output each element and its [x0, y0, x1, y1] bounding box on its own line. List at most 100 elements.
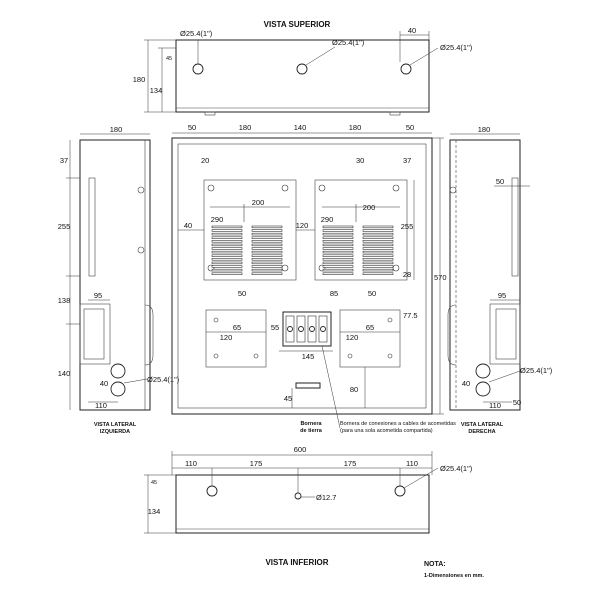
bottom-hole-center — [294, 492, 302, 500]
vent-slot — [251, 243, 283, 247]
dim-front-145: 145 — [302, 352, 315, 361]
dim-front-120a: 120 — [296, 221, 309, 230]
bottom-hole-center-label: Ø12.7 — [316, 493, 336, 502]
dim-left-255: 255 — [58, 222, 71, 231]
vent-slot — [211, 225, 243, 229]
bottom-view: 600 110 175 175 110 Ø25.4(1") Ø12.7 45 1… — [144, 445, 473, 567]
dim-bottom-175a: 175 — [250, 459, 263, 468]
breaker-bracket-left — [205, 309, 267, 368]
bottom-view-body — [175, 474, 430, 534]
vent-slot — [251, 258, 283, 261]
vent-slot — [211, 247, 243, 250]
right-view-title-2: DERECHA — [468, 429, 495, 435]
vent-slot — [211, 258, 243, 261]
dim-front-200a: 200 — [252, 198, 265, 207]
dim-front-55: 55 — [271, 323, 279, 332]
vent-slot — [211, 250, 243, 254]
bottom-hole-label: Ø25.4(1") — [440, 464, 473, 473]
vent-slots-right — [322, 225, 394, 275]
ground-label-1: Bornera — [300, 421, 322, 427]
ground-bar — [295, 382, 321, 389]
vent-slot — [322, 232, 354, 236]
vent-slot — [362, 261, 394, 265]
top-view-title: VISTA SUPERIOR — [264, 20, 331, 29]
dim-front-50d: 50 — [368, 289, 376, 298]
dim-front-180a: 180 — [239, 123, 252, 132]
terminal-screw — [298, 326, 304, 332]
vent-slot — [322, 225, 354, 229]
dim-right-40: 40 — [462, 379, 470, 388]
note: NOTA: 1-Dimensiones en mm. — [424, 561, 484, 579]
ground-label-2: de tierra — [300, 428, 323, 434]
dim-front-290b: 290 — [321, 215, 334, 224]
terminal-label-2: (para una sola acometida compartida) — [340, 428, 433, 434]
vent-slot — [322, 265, 354, 268]
vent-slot — [211, 236, 243, 239]
vent-slot — [251, 236, 283, 239]
vent-slot — [211, 265, 243, 268]
top-hole-center — [296, 63, 308, 75]
vent-slot — [362, 254, 394, 257]
vent-slot — [322, 240, 354, 243]
dim-left-40: 40 — [100, 379, 108, 388]
vent-slot — [362, 243, 394, 247]
vent-slot — [211, 254, 243, 257]
vent-slot — [322, 258, 354, 261]
right-side-view: 180 50 95 40 110 50 Ø25.4(1") VISTA LATE… — [447, 125, 553, 435]
dim-front-290a: 290 — [211, 215, 224, 224]
front-outer — [171, 137, 433, 415]
dim-bottom-110a: 110 — [185, 459, 197, 468]
dim-left-140: 140 — [58, 369, 71, 378]
dim-front-37: 37 — [403, 156, 411, 165]
terminal-posts — [285, 315, 328, 343]
top-view-body — [175, 39, 430, 113]
left-view-title-2: IZQUIERDA — [100, 429, 130, 435]
vent-slot — [322, 247, 354, 250]
vent-slot — [211, 261, 243, 265]
vent-slot — [322, 268, 354, 272]
vent-slot — [322, 243, 354, 247]
vent-slot — [362, 268, 394, 272]
vent-slot — [322, 250, 354, 254]
bottom-hole-right — [394, 485, 406, 497]
dim-bottom-600: 600 — [294, 445, 307, 454]
dim-front-50b: 50 — [406, 123, 414, 132]
vent-slot — [322, 261, 354, 265]
vent-slot — [362, 265, 394, 268]
breaker-bracket-right — [339, 309, 401, 368]
dim-front-65a: 65 — [233, 323, 241, 332]
vent-slot — [251, 232, 283, 236]
vent-slot — [211, 240, 243, 243]
dim-front-65b: 65 — [366, 323, 374, 332]
dim-front-140: 140 — [294, 123, 307, 132]
dim-front-85: 85 — [330, 289, 338, 298]
right-hole-label: Ø25.4(1") — [520, 366, 553, 375]
vent-slot — [322, 272, 354, 275]
dim-left-138: 138 — [58, 296, 71, 305]
dim-left-95: 95 — [94, 291, 102, 300]
terminal-label-1: Bornera de conexiones a cables de acomet… — [340, 421, 456, 427]
dim-left-110: 110 — [95, 401, 107, 410]
dim-right-95: 95 — [498, 291, 506, 300]
dim-front-200b: 200 — [363, 203, 376, 212]
left-side-view: 180 37 255 138 140 95 40 110 Ø25.4(1") V… — [58, 125, 180, 435]
vent-slot — [251, 272, 283, 275]
left-view-body — [79, 139, 151, 411]
vent-slot — [211, 229, 243, 232]
right-view-body — [449, 139, 521, 411]
dim-front-255: 255 — [401, 222, 414, 231]
dim-top-45: 45 — [166, 56, 172, 62]
dim-bottom-110b: 110 — [406, 459, 418, 468]
vent-slot — [211, 272, 243, 275]
dim-top-40: 40 — [408, 26, 416, 35]
top-hole-left — [192, 63, 204, 75]
dim-front-28: 28 — [403, 270, 411, 279]
vent-slot — [362, 258, 394, 261]
left-hole-label: Ø25.4(1") — [147, 375, 180, 384]
note-title: NOTA: — [424, 561, 446, 568]
dim-right-50b: 50 — [513, 398, 521, 407]
vent-slot — [251, 254, 283, 257]
vent-slot — [322, 236, 354, 239]
vent-slot — [362, 240, 394, 243]
